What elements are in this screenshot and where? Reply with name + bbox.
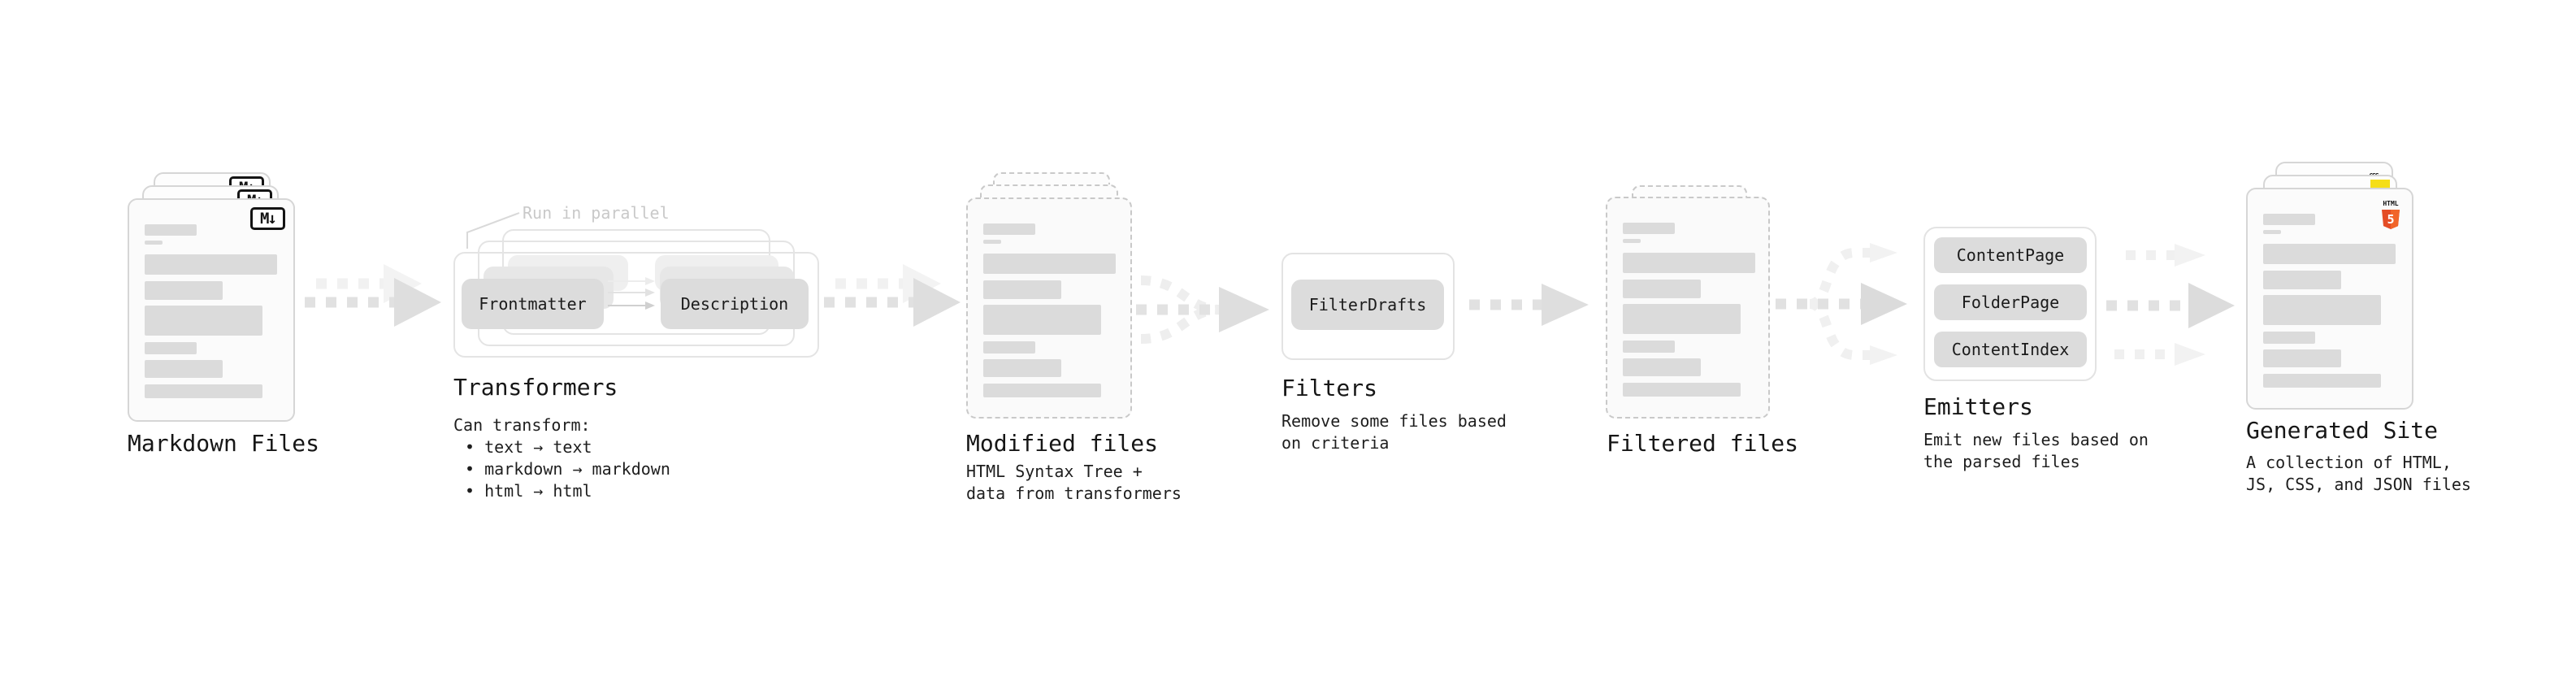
doc-line-bar [2263,271,2341,289]
doc-line-bar [983,359,1061,377]
transform-bullet: • markdown → markdown [465,459,670,479]
arrow-modified-to-filters [1136,275,1269,344]
markdown-files-title: Markdown Files [128,430,320,457]
description-line: HTML Syntax Tree + [966,462,1143,481]
description-line: A collection of HTML, [2246,453,2452,472]
doc-line-bar [2263,374,2381,388]
contentindex-pill: ContentIndex [1934,332,2087,367]
description-line: data from transformers [966,484,1182,503]
modified-files-title: Modified files [966,430,1159,457]
frontmatter-pill: Frontmatter [462,279,604,329]
doc-line-bar [2263,332,2315,344]
doc-line-bar [2263,349,2341,367]
filters-title: Filters [1281,375,1378,401]
description-line: on criteria [1281,433,1390,453]
doc-line-bar [1623,340,1675,353]
arrow-transformers-to-modified [824,264,961,327]
doc-line-bar [983,341,1035,354]
html5-icon-label: HTML [2383,200,2399,207]
doc-line-bar [1623,383,1741,397]
doc-line-bar [2263,295,2381,325]
annotation-leader-line [466,212,520,249]
html5-icon: HTML 5 [2381,193,2400,229]
doc-line-bar [145,384,262,398]
doc-line-bar [983,305,1101,335]
doc-line-bar [983,254,1116,274]
doc-line-bar [1623,239,1641,243]
transformers-intro: Can transform: [453,415,591,435]
emitters-description: Emit new files based on the parsed files [1923,429,2149,473]
doc-line-bar [2263,214,2315,225]
doc-line-bar [145,281,223,300]
doc-line-bar [145,241,163,245]
markdown-doc-front: M↓ [128,198,295,422]
transformers-title: Transformers [453,374,618,401]
contentpage-pill: ContentPage [1934,237,2087,273]
transform-bullet: • html → html [465,481,592,501]
doc-line-bar [1623,223,1675,234]
modified-doc-front [966,197,1132,419]
doc-line-bar [983,240,1001,244]
doc-line-bar [1623,253,1755,273]
modified-files-description: HTML Syntax Tree + data from transformer… [966,461,1182,505]
generated-site-title: Generated Site [2246,417,2439,444]
filtered-files-title: Filtered files [1607,430,1799,457]
doc-line-bar [1623,358,1701,376]
description-line: Emit new files based on [1923,430,2149,449]
doc-line-bar [145,224,197,236]
run-in-parallel-annotation: Run in parallel [523,203,670,223]
doc-line-bar [2263,230,2281,234]
transformer-box-front [453,252,819,358]
transformer-pill-arrows [608,277,655,310]
markdown-icon: M↓ [250,207,285,230]
doc-line-bar [145,360,223,378]
doc-content-skeleton [145,224,277,398]
doc-content-skeleton [2263,214,2396,388]
html5-icon-shield: 5 [2382,210,2400,229]
filtered-doc-front [1606,197,1770,419]
js-icon [2370,180,2390,189]
doc-line-bar [145,342,197,354]
doc-content-skeleton [983,223,1116,397]
arrow-markdown-to-transformers [305,264,441,327]
folderpage-pill: FolderPage [1934,284,2087,320]
html5-icon-number: 5 [2387,211,2395,227]
transform-bullet: • text → text [465,437,592,457]
filterdrafts-pill: FilterDrafts [1291,280,1444,330]
doc-line-bar [2263,244,2396,264]
doc-line-bar [145,254,277,275]
description-line: Remove some files based [1281,411,1507,431]
doc-line-bar [983,223,1035,235]
generated-doc-front: HTML 5 [2246,188,2413,410]
arrow-filtered-to-emitters [1776,243,1907,365]
filters-description: Remove some files based on criteria [1281,410,1507,454]
generated-site-description: A collection of HTML, JS, CSS, and JSON … [2246,452,2471,496]
arrow-emitters-to-generated [2106,244,2235,366]
doc-line-bar [145,306,262,336]
doc-line-bar [983,280,1061,299]
doc-line-bar [1623,280,1701,298]
emitters-title: Emitters [1923,393,2033,420]
transformers-description: Can transform: • text → text • markdown … [453,414,670,502]
doc-line-bar [983,384,1101,397]
description-pill: Description [661,279,809,329]
doc-line-bar [1623,304,1741,334]
doc-content-skeleton [1623,223,1755,397]
description-line: JS, CSS, and JSON files [2246,475,2471,494]
arrow-filters-to-filtered [1469,284,1589,326]
description-line: the parsed files [1923,452,2080,471]
